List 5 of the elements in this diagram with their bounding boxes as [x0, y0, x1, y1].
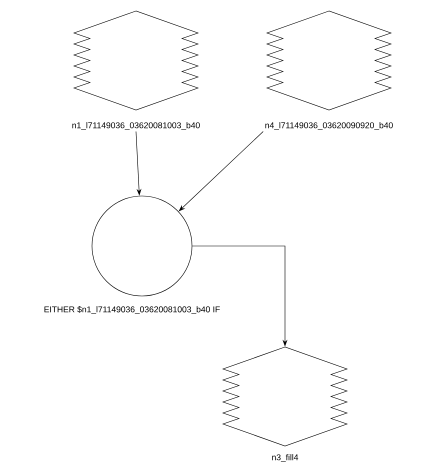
arrow [178, 131, 264, 212]
node-label: EITHER $n1_l71149036_03620081003_b40 IF [44, 306, 220, 314]
node-label: n4_l71149036_03620090920_b40 [265, 122, 393, 130]
node-label: n3_fill4 [272, 454, 298, 462]
node-label: n1_l71149036_03620081003_b40 [72, 122, 200, 130]
